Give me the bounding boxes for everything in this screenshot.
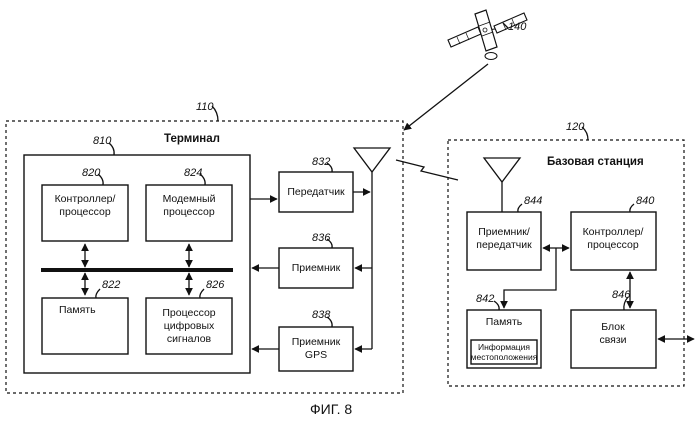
satellite-ref: 140 [508,21,527,33]
terminal-controller-ref: 820 [82,167,101,179]
base-memory-label: Память [486,316,523,328]
terminal-modem-label-2: процессор [163,206,215,218]
terminal-modem-ref: 824 [184,167,202,179]
base-station-title: Базовая станция [547,156,644,168]
terminal-inner-ref: 810 [93,135,112,147]
base-location-info-label-1: Информация [478,342,530,352]
wireless-link [396,160,458,180]
base-controller-ref: 840 [636,195,655,207]
terminal-receiver-label: Приемник [292,262,341,274]
terminal-dsp-label-3: сигналов [167,333,212,345]
base-station-antenna-icon [484,158,520,212]
terminal-gps-ref: 838 [312,309,331,321]
terminal-antenna-icon [354,148,390,349]
base-comm-ref: 846 [612,289,631,301]
figure-caption: ФИГ. 8 [310,401,352,417]
terminal-transmitter-label: Передатчик [287,186,345,198]
satellite-icon [448,10,527,60]
base-comm-label-1: Блок [601,321,625,333]
base-transceiver-label-2: передатчик [476,239,532,251]
terminal-dsp-label-1: Процессор [162,307,215,319]
terminal-receiver-ref: 836 [312,232,331,244]
base-controller-label-2: процессор [587,239,639,251]
terminal-gps-label-1: Приемник [292,336,341,348]
terminal-memory-label: Память [59,304,96,316]
terminal-ref: 110 [196,101,214,113]
base-controller-label-1: Контроллер/ [583,226,644,238]
terminal-dsp-label-2: цифровых [164,320,215,332]
base-transceiver-label-1: Приемник/ [478,226,530,238]
base-comm-label-2: связи [599,334,626,346]
terminal-controller-label-1: Контроллер/ [55,193,116,205]
terminal-gps-label-2: GPS [305,349,327,361]
terminal-title: Терминал [164,133,220,145]
terminal-transmitter-ref: 832 [312,156,330,168]
base-location-info-label-2: местоположения [471,352,538,362]
base-transceiver-ref: 844 [524,195,542,207]
base-memory-ref: 842 [476,293,494,305]
terminal-controller-label-2: процессор [59,206,111,218]
terminal-modem-label-1: Модемный [163,193,216,205]
terminal-memory-ref: 822 [102,279,120,291]
terminal-dsp-ref: 826 [206,279,225,291]
